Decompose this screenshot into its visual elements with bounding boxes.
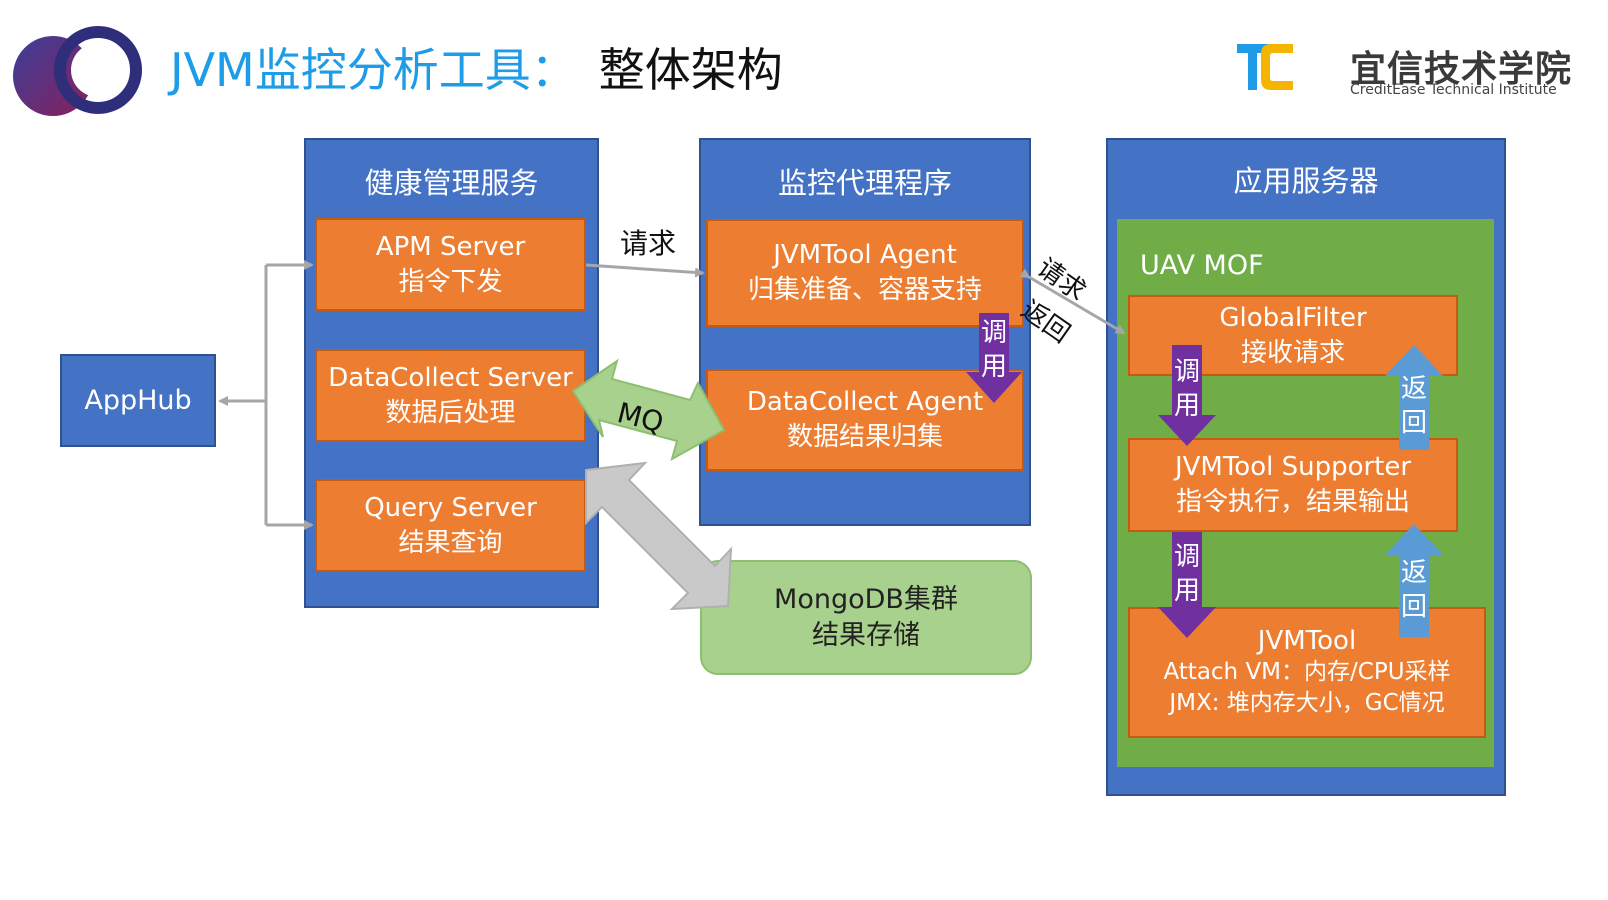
jvmtool-attach-desc: Attach VM：内存/CPU采样 [1163, 659, 1451, 685]
page-title: JVM监控分析工具： 整体架构 [170, 40, 783, 100]
datacollect-server-name: DataCollect Server [328, 362, 573, 393]
datacollect-agent-name: DataCollect Agent [746, 387, 984, 417]
jvmtool-supporter-name: JVMTool Supporter [1174, 452, 1412, 482]
datacollect-agent-box: DataCollect Agent 数据结果归集 [706, 369, 1024, 471]
health-service-title: 健康管理服务 [364, 166, 539, 200]
apm-server-box: APM Server 指令下发 [315, 218, 586, 311]
jvmtool-name: JVMTool [1257, 626, 1357, 656]
return-label-supporter: 返回 [1400, 374, 1427, 438]
return-label-jvmtool: 返回 [1400, 558, 1427, 622]
apphub-label: AppHub [84, 385, 192, 416]
apm-server-desc: 指令下发 [398, 266, 503, 297]
query-server-desc: 结果查询 [398, 527, 503, 558]
apm-server-name: APM Server [375, 231, 526, 262]
datacollect-server-desc: 数据后处理 [385, 397, 516, 428]
uav-mof-label: UAV MOF [1140, 250, 1264, 281]
logo-rings-icon [13, 26, 142, 116]
call-label-supporter: 调用 [1173, 542, 1200, 606]
datacollect-agent-desc: 数据结果归集 [786, 422, 943, 452]
query-server-name: Query Server [364, 492, 537, 523]
app-server-title: 应用服务器 [1233, 164, 1379, 198]
apphub-connector [218, 260, 314, 530]
apphub-box: AppHub [60, 354, 216, 447]
title-main: JVM监控分析工具： [170, 43, 577, 97]
jvmtool-agent-desc: 归集准备、容器支持 [747, 275, 982, 305]
request-return-arrow [1019, 268, 1126, 335]
agent-panel-title: 监控代理程序 [777, 166, 952, 200]
jvmtool-agent-name: JVMTool Agent [773, 240, 957, 270]
call-arrow-filter [1158, 345, 1216, 446]
return-arrow-supporter [1385, 345, 1443, 450]
request-arrow [585, 263, 705, 278]
call-label-filter: 调用 [1173, 357, 1200, 421]
call-arrow-supporter [1158, 532, 1216, 638]
mongodb-cluster-box: MongoDB集群 结果存储 [700, 560, 1032, 675]
call-arrow-agent [966, 313, 1022, 403]
jvmtool-jmx-desc: JMX: 堆内存大小，GC情况 [1169, 690, 1445, 716]
mq-double-arrow [571, 358, 726, 462]
return-arrow-jvmtool [1385, 524, 1443, 637]
jvmtool-supporter-desc: 指令执行，结果输出 [1175, 487, 1410, 517]
title-sub: 整体架构 [598, 43, 783, 97]
mongodb-name: MongoDB集群 [774, 583, 958, 615]
jvmtool-supporter-box: JVMTool Supporter 指令执行，结果输出 [1128, 438, 1458, 532]
brand-tc-icon [1237, 44, 1293, 90]
brand-name: 宜信技术学院 [1350, 49, 1573, 90]
query-server-box: Query Server 结果查询 [315, 479, 586, 572]
mongo-double-arrow [585, 461, 733, 611]
brand-name-en: CreditEase Technical Institute [1350, 82, 1557, 98]
call-label-agent: 调用 [980, 318, 1007, 382]
jvmtool-agent-box: JVMTool Agent 归集准备、容器支持 [706, 219, 1024, 327]
mongodb-desc: 结果存储 [812, 619, 920, 651]
globalfilter-name: GlobalFilter [1219, 302, 1367, 333]
request-label: 请求 [620, 227, 677, 260]
globalfilter-desc: 接收请求 [1240, 337, 1345, 368]
